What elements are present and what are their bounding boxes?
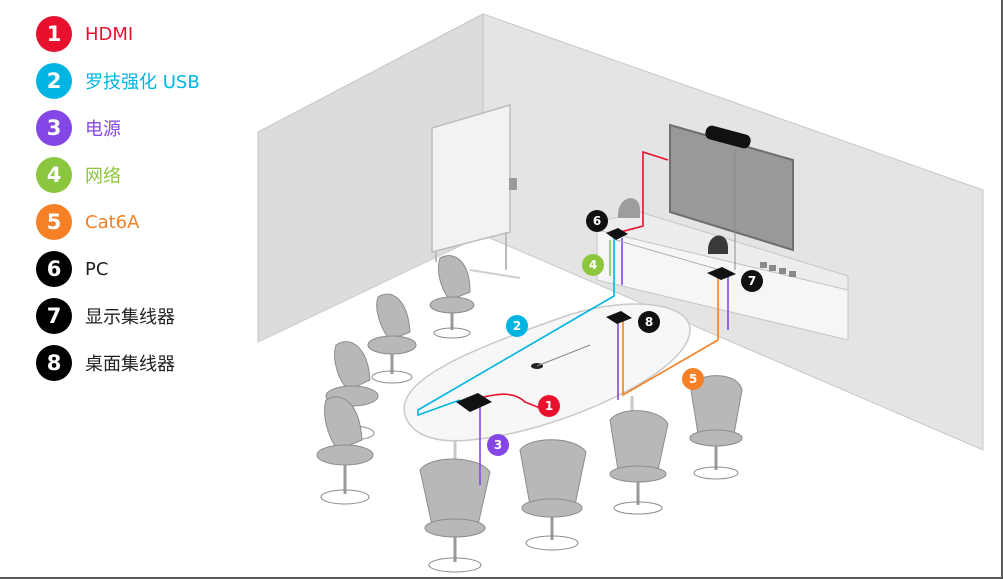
legend-label: 显示集线器 (85, 307, 175, 328)
legend-badge: 4 (36, 157, 72, 193)
callout-power: 3 (487, 434, 509, 456)
legend-label: Cat6A (85, 211, 140, 233)
pc-device (606, 228, 628, 240)
cat6a-cable (622, 278, 719, 397)
legend-item-network: 4 网络 (36, 157, 121, 193)
hdmi-cable (616, 150, 669, 234)
whiteboard-stand (431, 103, 521, 279)
legend-badge: 5 (36, 204, 72, 240)
callout-display-hub: 7 (741, 270, 763, 292)
legend-label: 罗技强化 USB (85, 72, 200, 93)
chair (316, 396, 374, 505)
table-hub-device-2 (606, 311, 632, 324)
devices (456, 228, 736, 412)
callout-usb: 2 (506, 315, 528, 337)
legend-label: 网络 (85, 166, 121, 187)
chair (689, 375, 743, 480)
usb-cable (417, 238, 615, 417)
chair (429, 255, 475, 339)
legend-badge: 2 (36, 63, 72, 99)
chair (519, 439, 587, 551)
legend-item-display-hub: 7 显示集线器 (36, 298, 175, 334)
legend-label: PC (85, 258, 109, 280)
callout-table-hub: 8 (638, 311, 660, 333)
legend-label: 桌面集线器 (85, 354, 175, 375)
chair (419, 458, 491, 573)
legend-item-power: 3 电源 (36, 110, 121, 146)
legend-badge: 6 (36, 251, 72, 287)
legend-badge: 8 (36, 345, 72, 381)
legend-label: HDMI (85, 23, 134, 45)
legend-badge: 3 (36, 110, 72, 146)
legend-badge: 1 (36, 16, 72, 52)
callout-network: 4 (582, 254, 604, 276)
callout-hdmi: 1 (538, 395, 560, 417)
chair (367, 293, 417, 384)
display-screen (669, 123, 794, 252)
legend-item-cat6a: 5 Cat6A (36, 204, 139, 240)
callout-pc: 6 (586, 210, 608, 232)
chairs (316, 255, 743, 573)
legend-item-table-hub: 8 桌面集线器 (36, 345, 175, 381)
table-hub-device (456, 393, 492, 412)
legend-item-usb: 2 罗技强化 USB (36, 63, 200, 99)
callout-cat6a: 5 (682, 368, 704, 390)
floor-edge (257, 234, 484, 343)
chair (609, 410, 669, 515)
display-hub-device (707, 267, 736, 280)
legend-item-pc: 6 PC (36, 251, 108, 287)
legend-badge: 7 (36, 298, 72, 334)
legend-item-hdmi: 1 HDMI (36, 16, 133, 52)
legend-label: 电源 (85, 119, 121, 140)
